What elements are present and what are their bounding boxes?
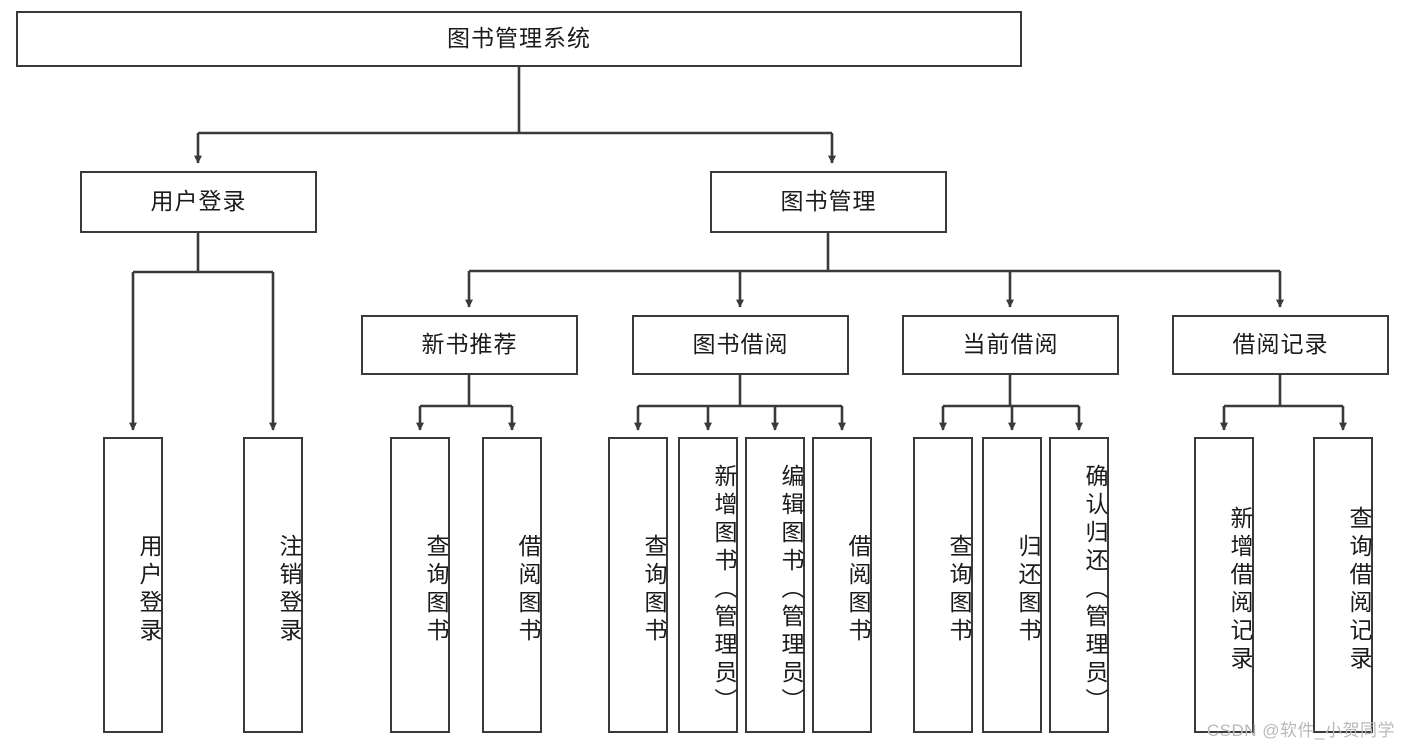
node-user-login-label: 用户登录 bbox=[150, 188, 247, 215]
node-leaf-query-book-borrow[interactable]: 查询图书 bbox=[608, 437, 668, 733]
node-leaf-query-book-new-label: 查询图书 bbox=[423, 534, 449, 646]
node-leaf-query-book-new[interactable]: 查询图书 bbox=[390, 437, 450, 733]
node-leaf-user-login[interactable]: 用户登录 bbox=[103, 437, 163, 733]
node-leaf-add-book-label: 新增图书（管理员） bbox=[711, 464, 737, 716]
node-leaf-query-book-borrow-label: 查询图书 bbox=[641, 534, 667, 646]
node-current-borrow[interactable]: 当前借阅 bbox=[902, 315, 1119, 375]
node-leaf-return-book[interactable]: 归还图书 bbox=[982, 437, 1042, 733]
node-leaf-borrow-book-new[interactable]: 借阅图书 bbox=[482, 437, 542, 733]
node-leaf-return-book-label: 归还图书 bbox=[1015, 534, 1041, 646]
node-root[interactable]: 图书管理系统 bbox=[16, 11, 1022, 67]
node-current-borrow-label: 当前借阅 bbox=[962, 331, 1059, 358]
node-leaf-query-book-current[interactable]: 查询图书 bbox=[913, 437, 973, 733]
node-leaf-edit-book-label: 编辑图书（管理员） bbox=[778, 464, 804, 716]
node-new-book-recommend-label: 新书推荐 bbox=[421, 331, 518, 358]
node-leaf-add-record-label: 新增借阅记录 bbox=[1227, 506, 1253, 674]
node-root-label: 图书管理系统 bbox=[447, 25, 591, 52]
node-book-borrow[interactable]: 图书借阅 bbox=[632, 315, 849, 375]
node-borrow-record-label: 借阅记录 bbox=[1232, 331, 1329, 358]
node-leaf-add-record[interactable]: 新增借阅记录 bbox=[1194, 437, 1254, 733]
node-borrow-record[interactable]: 借阅记录 bbox=[1172, 315, 1389, 375]
node-leaf-user-login-label: 用户登录 bbox=[136, 534, 162, 646]
node-leaf-query-record-label: 查询借阅记录 bbox=[1346, 506, 1372, 674]
node-leaf-add-book[interactable]: 新增图书（管理员） bbox=[678, 437, 738, 733]
node-leaf-borrow-book-new-label: 借阅图书 bbox=[515, 534, 541, 646]
node-leaf-confirm-return-label: 确认归还（管理员） bbox=[1082, 464, 1108, 716]
node-book-borrow-label: 图书借阅 bbox=[692, 331, 789, 358]
node-new-book-recommend[interactable]: 新书推荐 bbox=[361, 315, 578, 375]
node-leaf-query-book-current-label: 查询图书 bbox=[946, 534, 972, 646]
node-leaf-edit-book[interactable]: 编辑图书（管理员） bbox=[745, 437, 805, 733]
node-leaf-logout[interactable]: 注销登录 bbox=[243, 437, 303, 733]
node-book-management-label: 图书管理 bbox=[780, 188, 877, 215]
node-leaf-confirm-return[interactable]: 确认归还（管理员） bbox=[1049, 437, 1109, 733]
node-leaf-borrow-book[interactable]: 借阅图书 bbox=[812, 437, 872, 733]
node-user-login[interactable]: 用户登录 bbox=[80, 171, 317, 233]
node-book-management[interactable]: 图书管理 bbox=[710, 171, 947, 233]
node-leaf-query-record[interactable]: 查询借阅记录 bbox=[1313, 437, 1373, 733]
node-leaf-logout-label: 注销登录 bbox=[276, 534, 302, 646]
node-leaf-borrow-book-label: 借阅图书 bbox=[845, 534, 871, 646]
